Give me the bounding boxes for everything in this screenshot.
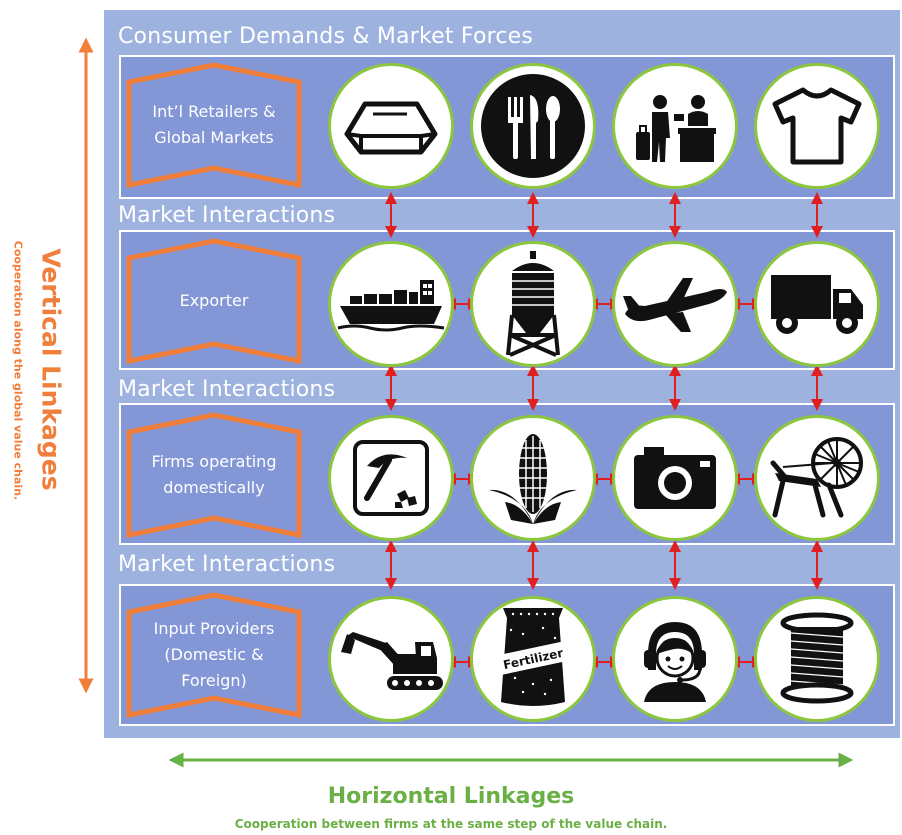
node-spinning-wheel <box>754 415 880 541</box>
call-center-agent-icon <box>644 622 706 702</box>
node-hotel <box>612 63 738 189</box>
airplane-icon <box>623 278 727 332</box>
horizontal-linkages-subtitle: Cooperation between firms at the same st… <box>234 817 668 831</box>
node-airplane <box>612 241 738 367</box>
node-dining <box>470 63 596 189</box>
mining-pickaxe-icon <box>353 440 429 516</box>
interaction-label-3: Market Interactions <box>118 552 336 577</box>
node-corn <box>470 415 596 541</box>
node-thread-spool <box>754 596 880 722</box>
thread-spool-icon <box>780 612 854 704</box>
vertical-linkages-title: Vertical Linkages <box>36 248 66 491</box>
excavator-icon <box>341 632 443 690</box>
chevron-label-input-providers: Input Providers (Domestic & Foreign) <box>153 619 275 690</box>
fork-knife-spoon-icon <box>481 74 585 178</box>
spinning-wheel-icon <box>770 437 863 518</box>
grain-silo-icon <box>506 251 560 357</box>
vertical-link-arrows <box>385 192 823 590</box>
node-call-center <box>612 596 738 722</box>
node-excavator <box>328 596 454 722</box>
chevron-retailers: Int’l Retailers & Global Markets <box>126 62 302 188</box>
vertical-linkages-subtitle: Cooperation along the global value chain… <box>11 240 25 501</box>
delivery-truck-icon <box>771 275 863 334</box>
top-title: Consumer Demands & Market Forces <box>118 24 534 49</box>
hotel-reception-icon <box>636 95 716 162</box>
node-truck <box>754 241 880 367</box>
interaction-label-2: Market Interactions <box>118 377 336 402</box>
chevron-label-domestic-firms: Firms operating domestically <box>151 452 277 497</box>
tshirt-icon <box>772 87 862 165</box>
node-ship <box>328 241 454 367</box>
node-fertilizer: Fertilizer <box>470 596 596 722</box>
node-silo <box>470 241 596 367</box>
fertilizer-bag-icon: Fertilizer <box>495 608 571 706</box>
chevron-domestic-firms: Firms operating domestically <box>126 412 302 538</box>
horizontal-linkages-title: Horizontal Linkages <box>327 784 575 809</box>
camera-icon <box>634 447 716 509</box>
node-gold-bar <box>328 63 454 189</box>
chevron-exporter: Exporter <box>126 238 302 364</box>
corn-icon <box>489 434 577 524</box>
chevron-label-exporter: Exporter <box>179 291 249 310</box>
node-camera <box>612 415 738 541</box>
node-tshirt <box>754 63 880 189</box>
gold-bar-icon <box>344 101 438 155</box>
cargo-ship-icon <box>337 280 445 332</box>
interaction-label-1: Market Interactions <box>118 203 336 228</box>
chevron-label-retailers: Int’l Retailers & Global Markets <box>152 102 276 147</box>
node-mining <box>328 415 454 541</box>
chevron-input-providers: Input Providers (Domestic & Foreign) <box>126 592 302 718</box>
